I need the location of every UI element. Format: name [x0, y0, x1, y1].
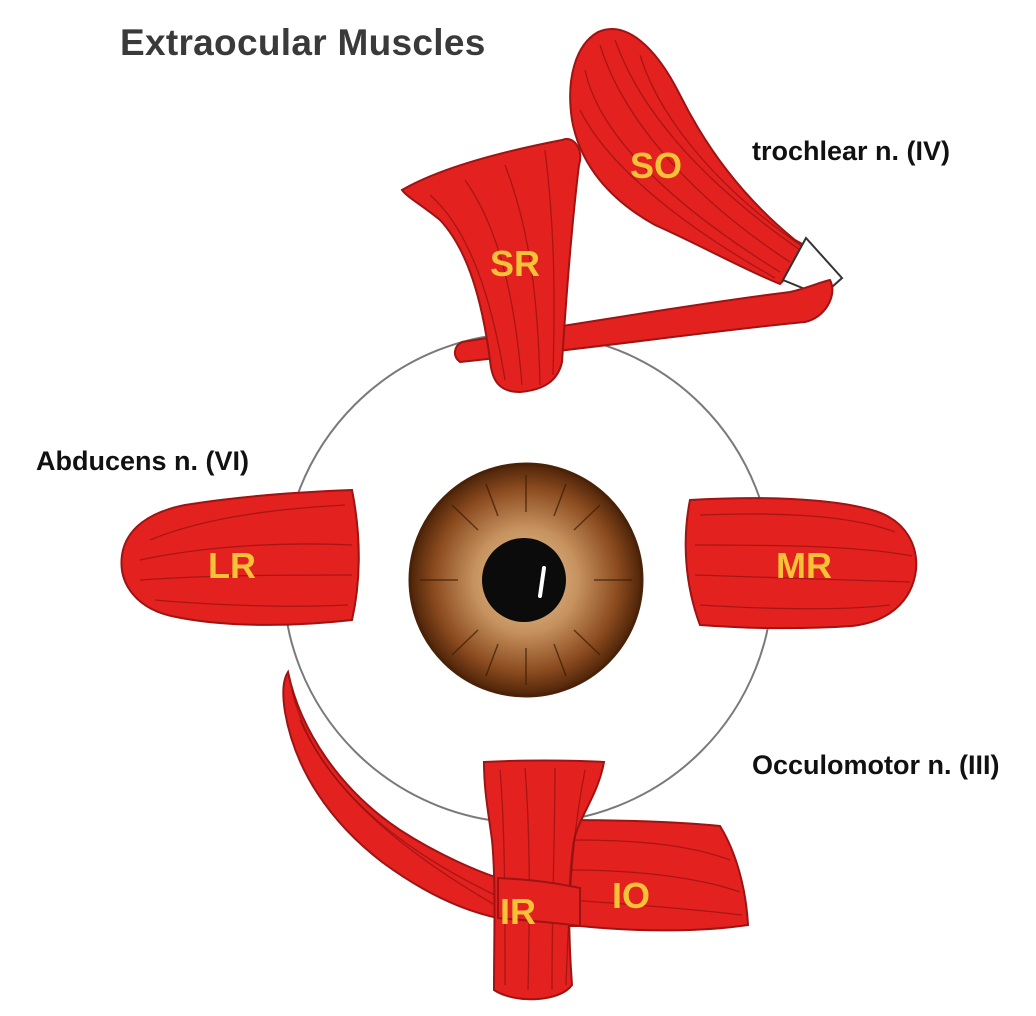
pupil [482, 538, 566, 622]
lateral-rectus-muscle [120, 488, 360, 626]
pupil-highlight [538, 566, 546, 598]
oculomotor-nerve-label: Occulomotor n. (III) [752, 750, 1000, 780]
mr-label: MR [776, 545, 832, 586]
diagram-title: Extraocular Muscles [120, 22, 486, 63]
ir-label: IR [500, 891, 536, 932]
io-label: IO [612, 875, 650, 916]
sr-label: SR [490, 243, 540, 284]
superior-oblique-muscle [569, 28, 815, 286]
superior-rectus-muscle [400, 138, 582, 394]
medial-rectus-muscle [684, 497, 918, 630]
so-label: SO [630, 145, 682, 186]
inferior-rectus-muscle [482, 759, 606, 1001]
inferior-oblique-muscle [282, 669, 750, 932]
lr-label: LR [208, 545, 256, 586]
abducens-nerve-label: Abducens n. (VI) [36, 446, 250, 476]
inferior-oblique-overlap [497, 876, 581, 928]
trochlear-nerve-label: trochlear n. (IV) [752, 136, 951, 166]
